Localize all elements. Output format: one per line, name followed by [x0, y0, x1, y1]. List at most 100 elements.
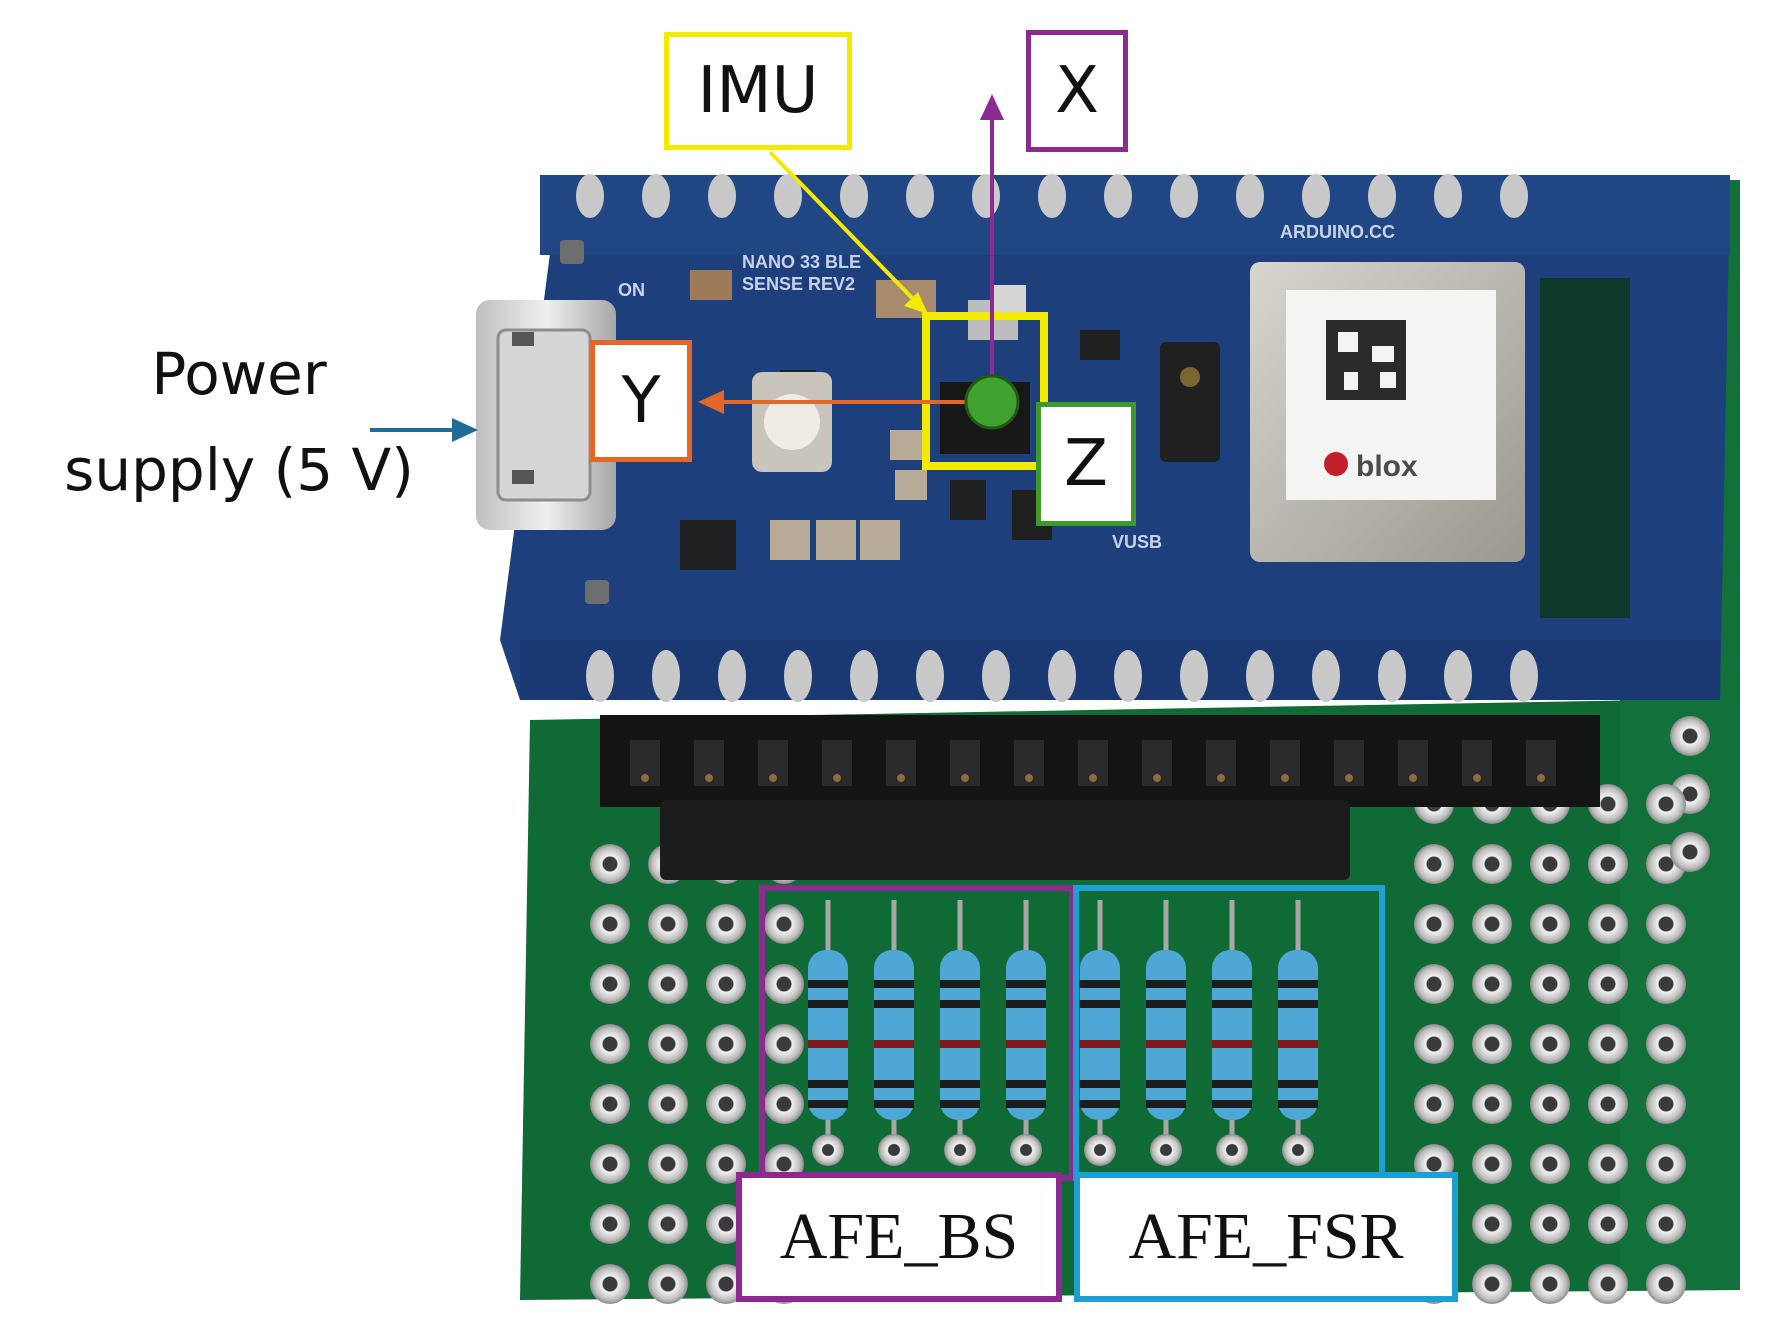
afe-fsr-label: AFE_FSR [1074, 1172, 1458, 1302]
castellated-pad [586, 650, 614, 702]
perf-hole [648, 1204, 688, 1244]
header-pin-contact [1473, 774, 1481, 782]
header-pin-contact [1025, 774, 1033, 782]
perf-hole [590, 1204, 630, 1244]
header-pin-contact [1217, 774, 1225, 782]
resistor-band [1080, 1040, 1120, 1048]
castellated-pad [1312, 650, 1340, 702]
perf-hole [1414, 964, 1454, 1004]
perf-hole [1414, 1024, 1454, 1064]
resistor-band [808, 1100, 848, 1108]
resistor-band [1212, 980, 1252, 988]
perf-hole [764, 1024, 804, 1064]
perf-hole [1414, 1084, 1454, 1124]
perf-hole [1646, 1024, 1686, 1064]
castellated-pad [774, 174, 802, 218]
perf-hole [1472, 964, 1512, 1004]
y-axis-arrow [698, 390, 990, 414]
perf-hole [590, 1264, 630, 1304]
header-pin-contact [1089, 774, 1097, 782]
header-pin-contact [705, 774, 713, 782]
header-pin-contact [1537, 774, 1545, 782]
castellated-pad [1302, 174, 1330, 218]
perf-hole [1530, 1144, 1570, 1184]
resistor-band [808, 980, 848, 988]
resistor-band [808, 1000, 848, 1008]
resistor-band [940, 1040, 980, 1048]
perf-hole [1646, 1144, 1686, 1184]
resistor-band [1278, 980, 1318, 988]
resistor-band [1080, 1000, 1120, 1008]
header-pin-contact [1345, 774, 1353, 782]
perf-hole [648, 1084, 688, 1124]
resistor-band [1146, 1000, 1186, 1008]
resistor-band [874, 980, 914, 988]
resistor-band [1278, 1080, 1318, 1088]
afe-bs-label: AFE_BS [736, 1172, 1062, 1302]
perf-hole [1646, 904, 1686, 944]
resistor-band [1212, 1000, 1252, 1008]
perf-hole [1530, 1084, 1570, 1124]
resistor-band [874, 1040, 914, 1048]
arduino-nano-board: blox NANO 33 BLE SENSE REV2 ARDUINO.CC O… [500, 174, 1730, 702]
perf-hole [1472, 1024, 1512, 1064]
resistor-band [940, 980, 980, 988]
castellated-pad [1246, 650, 1274, 702]
resistor-body [1006, 950, 1046, 1120]
perf-hole [590, 1144, 630, 1184]
castellated-pad [1170, 174, 1198, 218]
solder-pad [1216, 1134, 1248, 1166]
silkscreen-board-name: NANO 33 BLE [742, 252, 861, 272]
perf-hole [590, 1084, 630, 1124]
resistor-band [1080, 1100, 1120, 1108]
perf-hole [1530, 964, 1570, 1004]
header-pin-contact [961, 774, 969, 782]
resistor-array [808, 900, 1318, 1166]
resistor-band [1278, 1100, 1318, 1108]
castellated-pad [840, 174, 868, 218]
perf-hole [648, 1024, 688, 1064]
resistor-band [1212, 1100, 1252, 1108]
header-pin-contact [1281, 774, 1289, 782]
resistor-band [874, 1100, 914, 1108]
y-axis-label: Y [590, 340, 692, 462]
power-supply-label: Power supply (5 V) [24, 326, 454, 518]
solder-pad [1084, 1134, 1116, 1166]
castellated-pad [718, 650, 746, 702]
perf-hole [1646, 964, 1686, 1004]
solder-pad [1150, 1134, 1182, 1166]
perf-hole [1588, 1024, 1628, 1064]
perf-hole [1530, 904, 1570, 944]
resistor-body [1212, 950, 1252, 1120]
imu-leader-arrow [768, 150, 928, 314]
castellated-pad [652, 650, 680, 702]
x-axis-arrow [980, 94, 1004, 402]
solder-pad [944, 1134, 976, 1166]
castellated-pad [1444, 650, 1472, 702]
module-brand-text: blox [1356, 450, 1418, 483]
resistor-band [1080, 1080, 1120, 1088]
resistor-body [1080, 950, 1120, 1120]
castellated-pad [1236, 174, 1264, 218]
resistor-band [1146, 1100, 1186, 1108]
resistor-band [1146, 1080, 1186, 1088]
resistor-band [1006, 1080, 1046, 1088]
castellated-pad [906, 174, 934, 218]
header-pin-contact [769, 774, 777, 782]
castellated-pad [850, 650, 878, 702]
header-pin-contact [833, 774, 841, 782]
resistor-band [1080, 980, 1120, 988]
castellated-pad [1368, 174, 1396, 218]
perf-hole [706, 904, 746, 944]
castellated-pad [642, 174, 670, 218]
castellated-pad [784, 650, 812, 702]
castellated-pad [982, 650, 1010, 702]
perf-hole [1588, 904, 1628, 944]
perf-hole [1588, 1144, 1628, 1184]
power-label-line-2: supply (5 V) [64, 436, 414, 504]
resistor-band [1006, 1100, 1046, 1108]
resistor-body [874, 950, 914, 1120]
perf-hole [1530, 1024, 1570, 1064]
resistor-band [874, 1000, 914, 1008]
